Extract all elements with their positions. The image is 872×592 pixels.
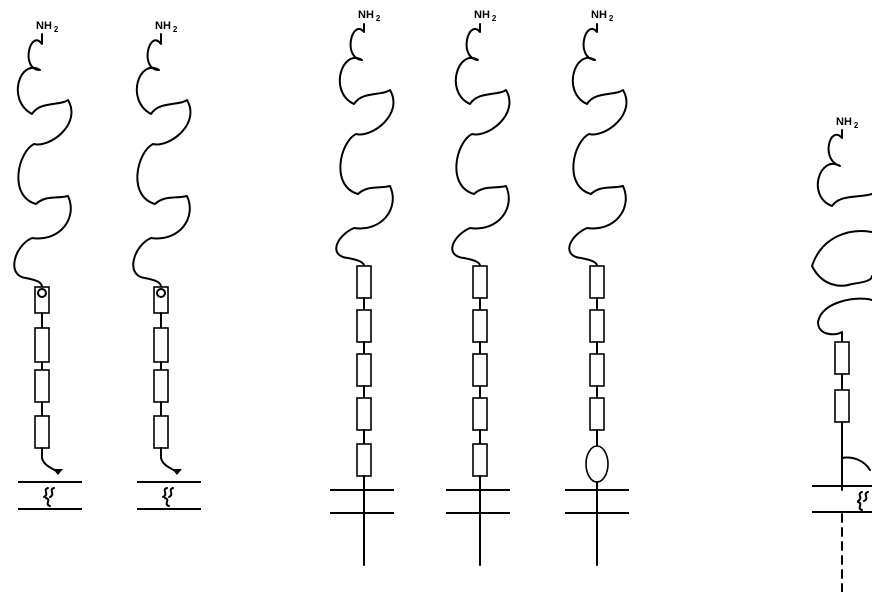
lipid-chains [43, 487, 55, 507]
domain-box [34, 415, 50, 449]
domain-box [589, 265, 605, 299]
ig-loops [335, 23, 395, 267]
domain-box [356, 353, 372, 387]
domain-box [356, 397, 372, 431]
gpi-tail [41, 447, 59, 473]
domain-box [472, 443, 488, 477]
domain-box [834, 341, 850, 375]
domain-box [153, 286, 169, 314]
domain-box [472, 265, 488, 299]
domain-circle-marker [156, 288, 166, 298]
ig-loops [132, 33, 192, 288]
domain-box [589, 353, 605, 387]
domain-box [153, 415, 169, 449]
domain-box [589, 309, 605, 343]
domain-box [472, 309, 488, 343]
ig-loops [811, 129, 872, 343]
lipid-chains [162, 487, 174, 507]
gpi-anchor-arrow [53, 469, 63, 475]
lipid-chains [857, 491, 869, 511]
oval-domain [585, 445, 609, 483]
domain-box [356, 265, 372, 299]
domain-box [472, 397, 488, 431]
domain-box [589, 397, 605, 431]
domain-box [356, 443, 372, 477]
domain-box [34, 286, 50, 314]
domain-box [472, 353, 488, 387]
domain-circle-marker [37, 288, 47, 298]
domain-box [153, 327, 169, 363]
gpi-anchor-arrow [172, 469, 182, 475]
domain-box [356, 309, 372, 343]
ig-loops [451, 23, 511, 267]
ig-loops [568, 23, 628, 267]
gpi-tail [841, 456, 871, 471]
ig-loops [13, 33, 73, 288]
domain-box [153, 369, 169, 403]
domain-box [34, 369, 50, 403]
gpi-tail [160, 447, 178, 473]
domain-box [834, 389, 850, 423]
domain-box [34, 327, 50, 363]
